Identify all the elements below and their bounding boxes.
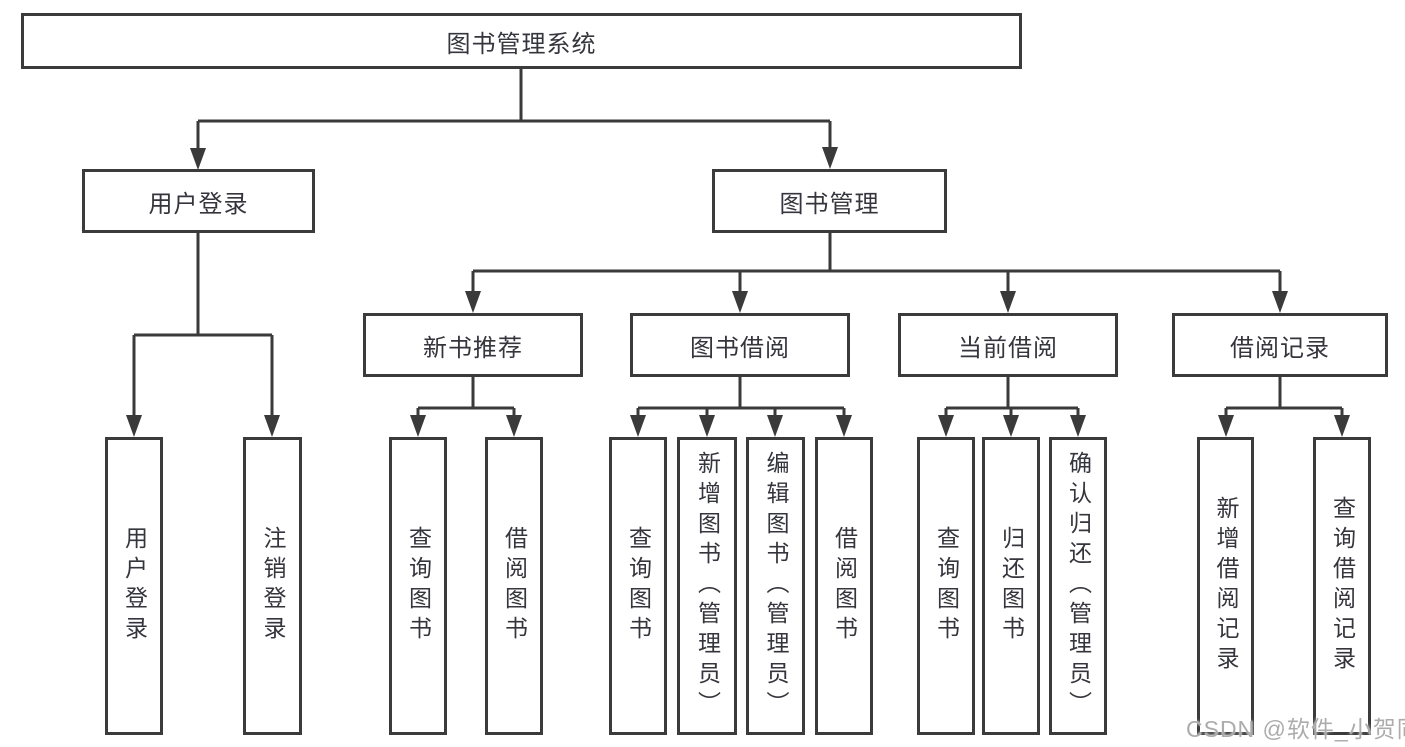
connector-shafts [132,69,1344,421]
leaf-borrow-books-recommend-label: 借阅图书 [501,526,528,646]
node-root: 图书管理系统 [21,13,1022,69]
leaf-user-login: 用户登录 [105,437,163,735]
leaf-add-borrow-record: 新增借阅记录 [1197,437,1254,735]
leaf-edit-book-admin: 编辑图书（管理员） [746,437,805,735]
node-user-login-label: 用户登录 [148,190,249,218]
leaf-borrow-books-2: 借阅图书 [815,437,873,735]
leaf-return-book-label: 归还图书 [998,526,1025,646]
node-new-book-recommend: 新书推荐 [363,313,583,377]
leaf-add-book-admin-label: 新增图书（管理员） [694,451,721,721]
leaf-query-books-recommend: 查询图书 [389,437,447,735]
leaf-query-books-current: 查询图书 [917,437,975,735]
leaf-query-books-current-label: 查询图书 [933,526,960,646]
leaf-query-borrow-record: 查询借阅记录 [1313,437,1371,735]
leaf-borrow-books-2-label: 借阅图书 [831,526,858,646]
leaf-query-books-recommend-label: 查询图书 [405,526,432,646]
node-user-login: 用户登录 [82,169,315,233]
leaf-add-book-admin: 新增图书（管理员） [677,437,737,735]
connector-arrowheads [126,147,1350,437]
leaf-add-borrow-record-label: 新增借阅记录 [1213,496,1239,676]
leaf-query-books-borrow-label: 查询图书 [625,526,652,646]
leaf-borrow-books-recommend: 借阅图书 [485,437,543,735]
leaf-return-book: 归还图书 [982,437,1040,735]
leaf-query-borrow-record-label: 查询借阅记录 [1329,496,1356,676]
csdn-watermark: CSDN @软件_小贺同学 [1186,716,1405,742]
node-book-borrow-label: 图书借阅 [690,334,790,362]
leaf-query-books-borrow: 查询图书 [609,437,667,735]
node-book-management-label: 图书管理 [779,190,880,218]
leaf-confirm-return-admin: 确认归还（管理员） [1049,437,1107,735]
node-book-borrow: 图书借阅 [630,313,850,377]
node-current-borrow: 当前借阅 [898,313,1118,377]
node-current-borrow-label: 当前借阅 [958,334,1058,362]
node-borrow-records-label: 借阅记录 [1230,334,1330,362]
node-borrow-records: 借阅记录 [1172,313,1388,377]
node-new-book-recommend-label: 新书推荐 [423,334,523,362]
leaf-edit-book-admin-label: 编辑图书（管理员） [763,451,789,721]
leaf-logout-label: 注销登录 [260,526,286,646]
leaf-logout: 注销登录 [243,437,302,735]
leaf-confirm-return-admin-label: 确认归还（管理员） [1065,451,1092,721]
node-root-label: 图书管理系统 [446,30,597,58]
node-book-management: 图书管理 [712,169,947,233]
leaf-user-login-label: 用户登录 [121,526,148,646]
